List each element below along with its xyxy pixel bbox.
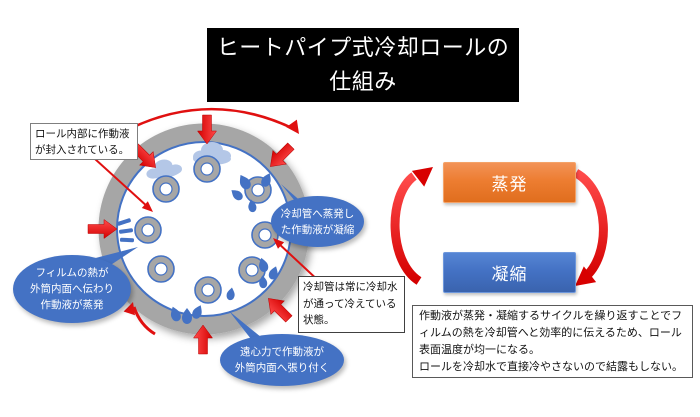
inward-arrow-icon [197,114,217,145]
slide-title: ヒートパイプ式冷却ロールの 仕組み [207,28,519,102]
cooling-pipe-icon [147,255,175,283]
summary-note-line: 作動液が蒸発・凝縮するサイクルを繰り返すことでフ [419,310,683,322]
liquid-drop-icon [182,308,192,324]
film-heat-bubble-line: 作動液が蒸発 [40,299,104,311]
centrifugal-bubble-line: 遠心力で作動液が [240,346,324,358]
liquid-drop-icon [259,275,268,289]
sealed-note-line: ロール内部に作動液 [35,128,130,140]
summary-note-box: 作動液が蒸発・凝縮するサイクルを繰り返すことでフ ィルムの熱を冷却管へと効率的に… [412,305,693,378]
liquid-drop-icon [170,306,181,322]
sealed-note-line: が封入されている。 [35,144,130,156]
cooling-pipe-note-line: が通って冷えている [303,297,397,310]
liquid-drop-icon [231,190,243,201]
condensation-box: 凝縮 [443,252,576,293]
inward-arrow-icon [268,298,293,323]
vapor-cloud-icon [146,159,182,179]
summary-note-line: ロールを冷却水で直接冷やさないので結露もしない。 [419,361,683,373]
summary-note-line: ィルムの熱を冷却管へと効率的に伝えるため、ロール [419,327,682,339]
inward-arrow-icon [270,142,295,167]
inward-arrow-icon [193,324,213,355]
centrifugal-bubble-line: 外筒内面へ張り付く [234,362,330,374]
film-heat-bubble-line: 外筒内面へ伝わり [30,283,114,295]
liquid-drop-icon [268,266,278,280]
callout-tail [229,311,267,342]
condense-bubble-line: 冷却管へ蒸発し [280,207,355,220]
cooling-pipe-icon [194,276,222,304]
sealed-note-box: ロール内部に作動液 が封入されている。 [30,123,138,160]
slide-title-line: 仕組み [329,69,397,94]
liquid-drop-icon [261,173,271,187]
pointer-arrow-icon [94,158,153,212]
cycle-arrow-icon [573,169,608,286]
vapor-dash-icon [119,237,135,243]
cooling-pipe-note-line: 状態。 [303,314,335,326]
vapor-dash-icon [118,228,134,234]
liquid-drop-icon [239,174,251,190]
condense-bubble: 冷却管へ蒸発し た作動液が凝縮 [271,196,364,247]
condense-bubble-line: た作動液が凝縮 [280,223,355,236]
condensation-label: 凝縮 [491,265,528,284]
rotation-arrow-icon [123,302,156,336]
film-heat-bubble-line: フィルムの熱が [35,267,109,279]
evaporation-label: 蒸発 [491,175,528,194]
slide-title-line: ヒートパイプ式冷却ロールの [216,35,510,60]
cooling-pipe-icon [134,216,162,244]
centrifugal-bubble: 遠心力で作動液が 外筒内面へ張り付く [220,334,344,386]
cooling-pipe-icon [193,155,221,183]
liquid-drop-icon [192,305,202,319]
cooling-pipe-note-line: 冷却管は常に冷却水 [303,281,398,293]
cooling-pipe-icon [152,175,180,203]
summary-note-line: 表面温度が均一になる。 [419,344,540,356]
inward-arrow-icon [87,219,118,239]
film-heat-bubble: フィルムの熱が 外筒内面へ伝わり 作動液が蒸発 [13,255,131,323]
cycle-arrow-icon [390,167,433,285]
vapor-dash-icon [117,218,131,226]
evaporation-box: 蒸発 [443,162,576,203]
liquid-drop-icon [226,287,235,301]
cooling-pipe-note-box: 冷却管は常に冷却水 が通って冷えている 状態。 [298,276,405,333]
liquid-drop-icon [248,199,257,213]
liquid-drop-icon [259,257,269,272]
